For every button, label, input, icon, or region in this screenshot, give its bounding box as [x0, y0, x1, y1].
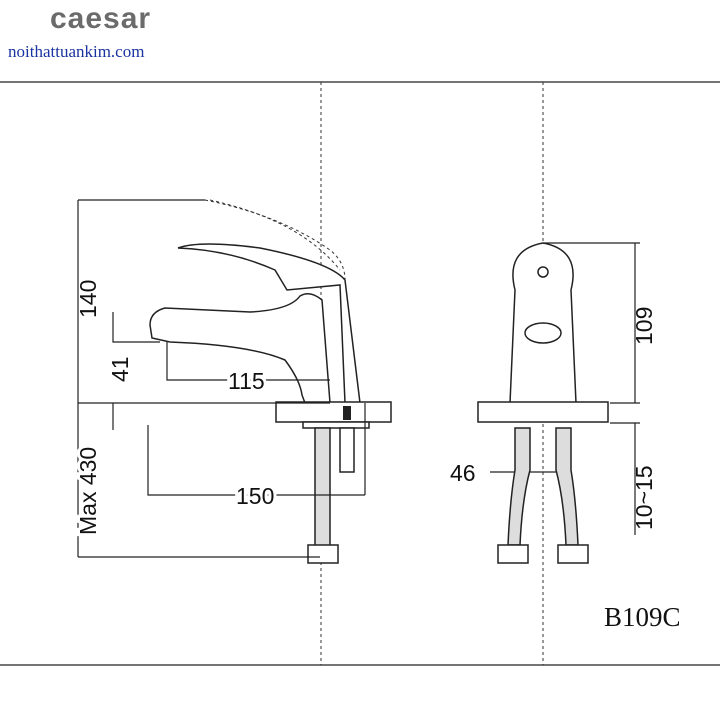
side-view	[149, 199, 392, 564]
dim-10-15: 10~15	[631, 465, 657, 530]
dim-115: 115	[228, 368, 265, 394]
side-dimension-lines	[77, 199, 366, 558]
front-view	[477, 242, 609, 564]
dim-150: 150	[236, 483, 274, 509]
dim-41: 41	[107, 356, 133, 382]
dim-109: 109	[631, 307, 657, 345]
front-dimension-lines	[490, 242, 640, 535]
dim-140: 140	[75, 280, 101, 318]
brand-logo: caesar	[50, 2, 152, 35]
model-number: B109C	[604, 602, 681, 632]
dim-46: 46	[450, 460, 476, 486]
website-link[interactable]: noithattuankim.com	[8, 42, 145, 61]
dim-max-430: Max 430	[75, 447, 101, 535]
